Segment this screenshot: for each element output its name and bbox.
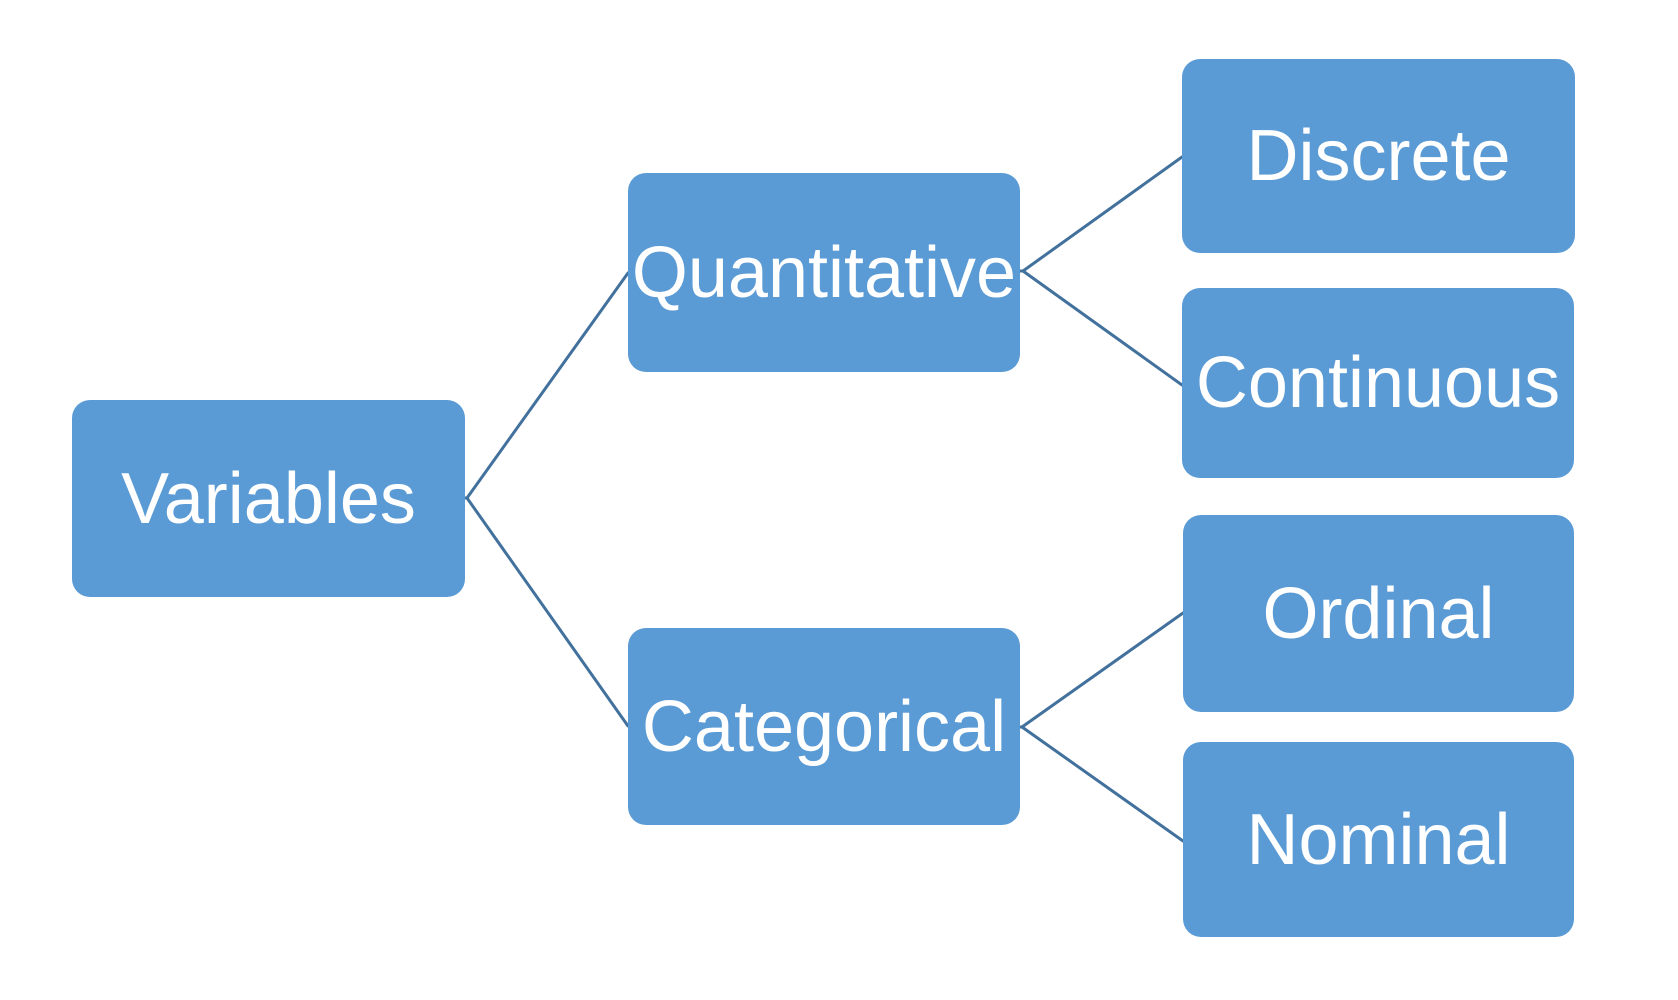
node-discrete[interactable]: Discrete — [1182, 59, 1575, 253]
node-categorical-label: Categorical — [641, 686, 1007, 767]
node-nominal-label: Nominal — [1246, 799, 1511, 880]
edge-variables-categorical — [465, 496, 630, 728]
node-nominal[interactable]: Nominal — [1183, 742, 1574, 937]
edge-quantitative-continuous — [1021, 269, 1184, 387]
node-continuous-label: Continuous — [1195, 343, 1561, 423]
edge-categorical-ordinal — [1020, 611, 1185, 729]
node-ordinal[interactable]: Ordinal — [1183, 515, 1574, 712]
node-variables[interactable]: Variables — [72, 400, 465, 597]
node-quantitative-label: Quantitative — [631, 232, 1017, 313]
node-continuous[interactable]: Continuous — [1182, 288, 1574, 478]
edge-quantitative-discrete — [1021, 155, 1184, 273]
edge-variables-quantitative — [465, 271, 630, 500]
node-discrete-label: Discrete — [1246, 116, 1511, 196]
node-variables-label: Variables — [121, 458, 416, 539]
edge-categorical-nominal — [1020, 725, 1185, 843]
node-ordinal-label: Ordinal — [1262, 573, 1495, 654]
node-quantitative[interactable]: Quantitative — [628, 173, 1020, 372]
node-categorical[interactable]: Categorical — [628, 628, 1020, 825]
